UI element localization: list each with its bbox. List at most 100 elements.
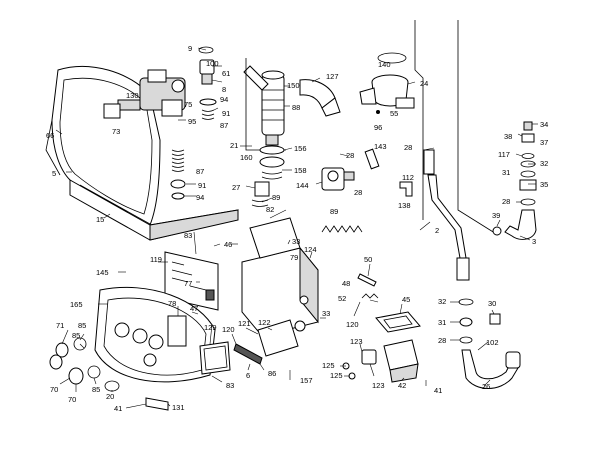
label-61: 61: [222, 69, 230, 78]
label-85b: 85: [72, 331, 80, 340]
label-50: 50: [364, 255, 372, 264]
valve-fittings-stack: [198, 46, 217, 120]
label-28a: 28: [346, 151, 354, 160]
label-37: 37: [540, 138, 548, 147]
label-165: 165: [70, 300, 83, 309]
springs-left: [170, 149, 186, 200]
label-125a: 125: [322, 361, 335, 370]
label-38: 38: [504, 132, 512, 141]
pump-rings: [251, 145, 285, 207]
label-48: 48: [342, 279, 350, 288]
label-70a: 70: [50, 385, 58, 394]
label-30: 30: [488, 299, 496, 308]
label-85a: 85: [78, 321, 86, 330]
label-26: 26: [482, 382, 490, 391]
label-86: 86: [268, 369, 276, 378]
label-34: 34: [540, 120, 548, 129]
label-24: 24: [420, 79, 428, 88]
label-32b: 32: [438, 297, 446, 306]
right-fitting-stack: [492, 121, 537, 240]
label-41a: 41: [434, 386, 442, 395]
label-28e: 28: [438, 336, 446, 345]
label-91b: 91: [198, 181, 206, 190]
label-140: 140: [378, 60, 391, 69]
label-95: 95: [188, 117, 196, 126]
label-41b: 41: [114, 404, 122, 413]
label-122: 122: [258, 318, 271, 327]
label-131: 131: [172, 403, 185, 412]
label-120a: 120: [346, 320, 359, 329]
label-157: 157: [300, 376, 313, 385]
label-71: 71: [56, 321, 64, 330]
label-28c: 28: [502, 197, 510, 206]
label-33a: 33: [292, 237, 300, 246]
gas-valve-assembly: [103, 69, 186, 119]
label-100: 100: [206, 59, 219, 68]
label-55: 55: [390, 109, 398, 118]
label-125b: 125: [330, 371, 343, 380]
flue-pipe-assembly: [243, 58, 286, 151]
label-75: 75: [184, 100, 192, 109]
label-145: 145: [96, 268, 109, 277]
label-127: 127: [326, 72, 339, 81]
label-87b: 87: [196, 167, 204, 176]
label-82: 82: [266, 205, 274, 214]
label-83a: 83: [184, 231, 192, 240]
label-47: 47: [190, 304, 198, 313]
valve-144: [321, 148, 380, 191]
label-52: 52: [338, 294, 346, 303]
base-tray: [69, 179, 239, 241]
label-124: 124: [304, 245, 317, 254]
label-45: 45: [402, 295, 410, 304]
label-2: 2: [435, 226, 439, 235]
bracket-112: [399, 181, 413, 197]
label-87: 87: [220, 121, 228, 130]
label-158: 158: [294, 166, 307, 175]
label-70b: 70: [68, 395, 76, 404]
label-121: 121: [238, 319, 251, 328]
control-panel-frame: [94, 286, 216, 383]
part-number-labels: 9 100 61 8 94 87 91 130 75 73 95 66 150 …: [46, 44, 548, 413]
drain-cup: [359, 52, 415, 114]
label-28d: 28: [354, 188, 362, 197]
label-85c: 85: [92, 385, 100, 394]
label-91: 91: [222, 109, 230, 118]
spring-89: [321, 225, 363, 233]
label-88: 88: [292, 103, 300, 112]
label-32a: 32: [540, 159, 548, 168]
label-123b: 123: [372, 381, 385, 390]
label-9: 9: [188, 44, 192, 53]
label-73: 73: [112, 127, 120, 136]
label-94b: 94: [196, 193, 204, 202]
circuit-board: [164, 251, 219, 311]
label-31b: 31: [438, 318, 446, 327]
label-21: 21: [230, 141, 238, 150]
label-20: 20: [106, 392, 114, 401]
label-96: 96: [374, 123, 382, 132]
label-78: 78: [168, 299, 176, 308]
label-112: 112: [402, 173, 414, 182]
label-143: 143: [374, 142, 387, 151]
hose-102: [461, 349, 521, 389]
label-3: 3: [532, 237, 536, 246]
label-77: 77: [184, 279, 192, 288]
label-120b: 120: [222, 325, 235, 334]
support-rods: [414, 20, 499, 236]
bent-hose-2: [423, 149, 470, 281]
lower-right-fittings: [342, 273, 421, 383]
label-83b: 83: [226, 381, 234, 390]
label-138: 138: [398, 201, 411, 210]
label-94: 94: [220, 95, 228, 104]
label-31a: 31: [502, 168, 510, 177]
label-33b: 33: [322, 309, 330, 318]
bracket-131: [145, 397, 169, 411]
label-150: 150: [287, 81, 300, 90]
label-102: 102: [486, 338, 499, 347]
label-130: 130: [126, 91, 139, 100]
label-42: 42: [398, 381, 406, 390]
gasket-129: [199, 341, 231, 375]
leader-lines: [55, 47, 538, 409]
label-89b: 89: [330, 207, 338, 216]
label-160: 160: [240, 153, 253, 162]
label-117: 117: [498, 150, 510, 159]
